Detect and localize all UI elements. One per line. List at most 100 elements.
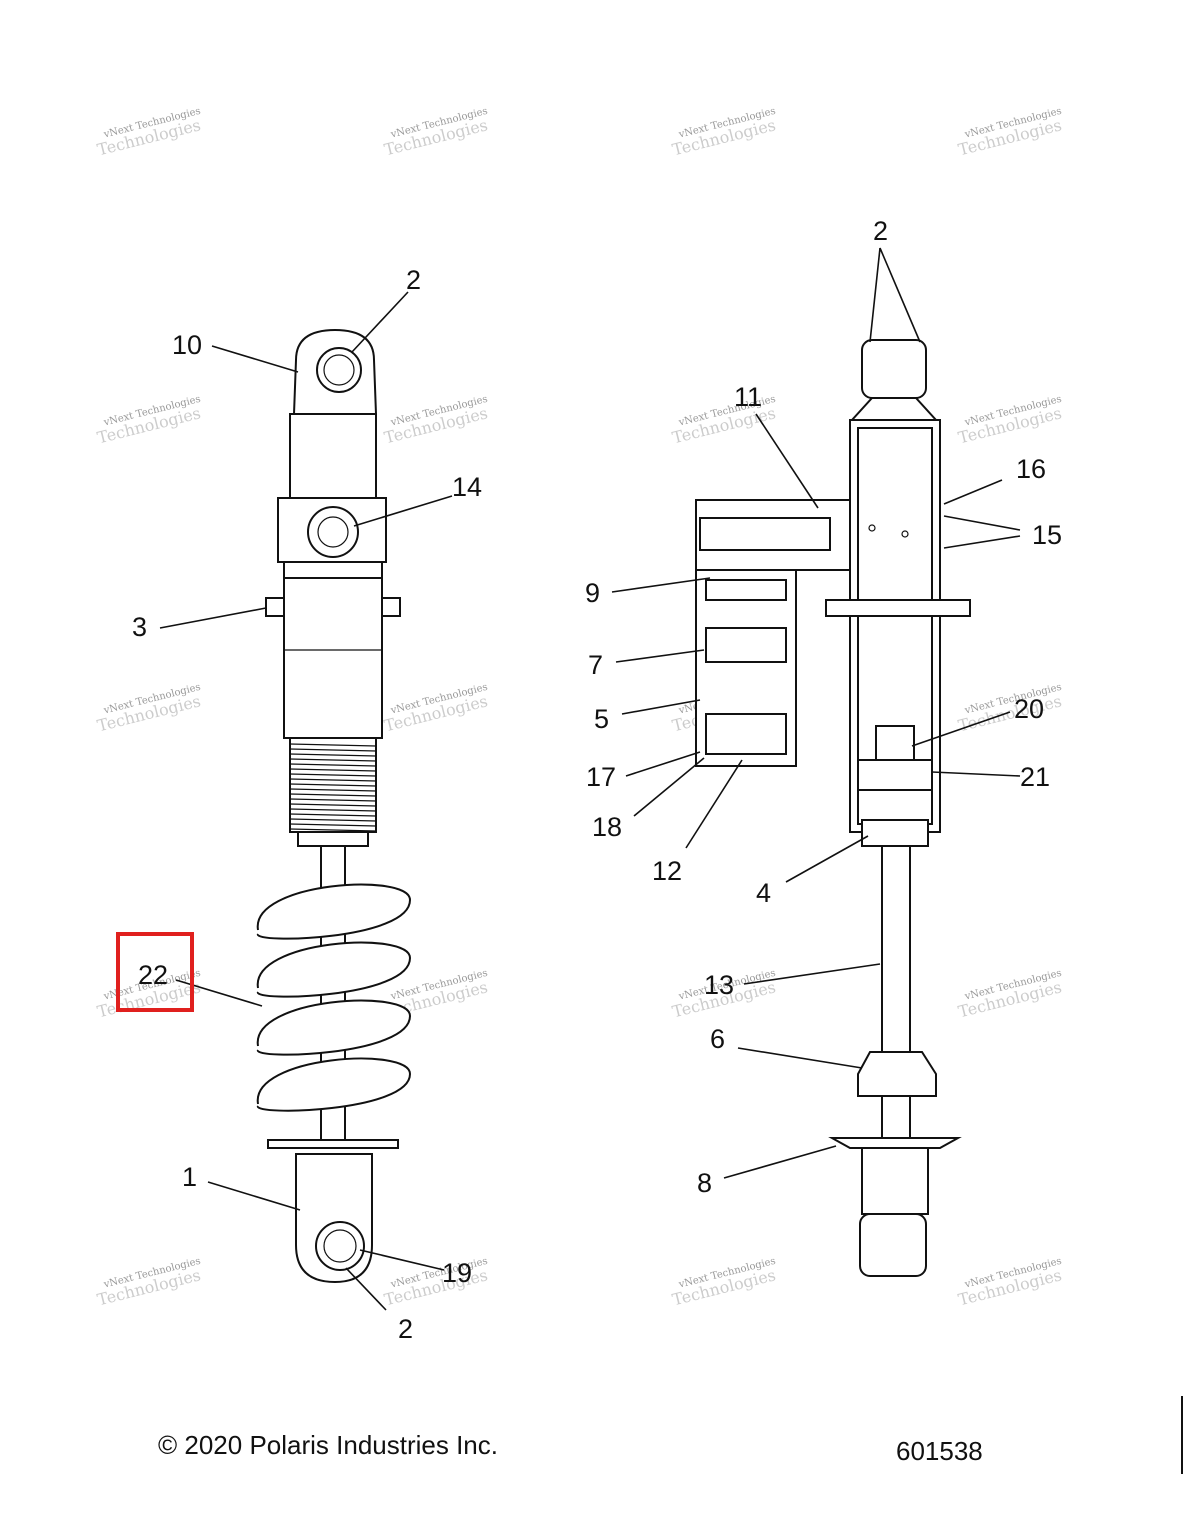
bottom-bushing-inner — [323, 1229, 357, 1263]
figure-number: 601538 — [896, 1436, 983, 1466]
copyright-notice: © 2020 Polaris Industries Inc. — [158, 1430, 498, 1460]
thread-line — [289, 768, 377, 772]
port-hole-2 — [901, 530, 909, 538]
thread-line — [289, 818, 377, 822]
reservoir-cap — [705, 579, 787, 601]
thread-line — [289, 778, 377, 782]
spring-coil — [256, 999, 412, 1056]
assembled-shock — [256, 328, 412, 1284]
seal-head — [861, 819, 929, 847]
callout-22: 22 — [138, 960, 168, 990]
callout-10: 10 — [172, 330, 202, 360]
thread-line — [289, 828, 377, 832]
thread-line — [289, 803, 377, 807]
thread-line — [289, 823, 377, 827]
callout-2-top-left: 2 — [406, 265, 421, 295]
section-bottom-mount — [861, 1147, 929, 1215]
callout-18: 18 — [592, 812, 622, 842]
callout-5: 5 — [594, 704, 609, 734]
thread-line — [289, 758, 377, 762]
thread-line — [289, 788, 377, 792]
shock-body-top — [289, 413, 377, 499]
adjuster-valve — [699, 517, 831, 551]
highlight-box-22 — [116, 932, 194, 1012]
side-stud-right — [381, 597, 401, 617]
section-top-eye-mount — [849, 397, 939, 421]
callout-2-top-right: 2 — [873, 216, 888, 246]
thread-lines — [289, 743, 377, 832]
callout-7: 7 — [588, 650, 603, 680]
thread-line — [289, 793, 377, 797]
callout-19: 19 — [442, 1258, 472, 1288]
callout-9: 9 — [585, 578, 600, 608]
section-spring-seat — [828, 1137, 962, 1149]
collar-ring — [283, 561, 383, 579]
piston-nut — [875, 725, 915, 761]
thread-line — [289, 773, 377, 777]
callout-21: 21 — [1020, 762, 1050, 792]
callout-17: 17 — [586, 762, 616, 792]
cross-section-shock — [695, 339, 971, 1277]
spring-coil — [256, 1057, 412, 1112]
callout-1: 1 — [182, 1162, 197, 1192]
thread-line — [289, 748, 377, 752]
thread-line — [289, 753, 377, 757]
callout-14: 14 — [452, 472, 482, 502]
thread-line — [289, 798, 377, 802]
thread-line — [289, 808, 377, 812]
callout-11: 11 — [734, 382, 762, 412]
bottom-bushing — [315, 1221, 365, 1271]
section-bottom-eyelet — [859, 1213, 927, 1277]
body-bottom-cap — [297, 831, 369, 847]
section-shaft — [881, 845, 911, 1167]
section-collar — [825, 599, 971, 617]
bump-stop — [857, 1051, 937, 1097]
floating-piston — [705, 627, 787, 663]
section-top-eyelet — [861, 339, 927, 399]
callout-3: 3 — [132, 612, 147, 642]
lower-spring-seat — [267, 1139, 399, 1149]
piston-assembly — [857, 759, 933, 791]
thread-line — [289, 813, 377, 817]
thread-line — [289, 763, 377, 767]
callout-labels: 2 10 14 3 22 1 19 2 2 11 16 15 9 7 5 20 … — [132, 216, 1062, 1344]
coil-spring — [256, 883, 412, 1112]
thread-line — [289, 783, 377, 787]
leader-lines — [159, 247, 1021, 1311]
callout-2-bottom-left: 2 — [398, 1314, 413, 1344]
callout-12: 12 — [652, 856, 682, 886]
thread-line — [289, 743, 377, 747]
port-hole-1 — [868, 524, 876, 532]
callout-6: 6 — [710, 1024, 725, 1054]
compression-adjuster-inner — [317, 516, 349, 548]
top-bushing-inner — [323, 354, 355, 386]
callout-16: 16 — [1016, 454, 1046, 484]
reservoir-end — [705, 713, 787, 755]
callout-8: 8 — [697, 1168, 712, 1198]
shock-body-main — [283, 577, 383, 739]
spring-coil — [256, 883, 412, 940]
callout-4: 4 — [756, 878, 771, 908]
compression-adjuster — [307, 506, 359, 558]
callout-13: 13 — [704, 970, 734, 1000]
spring-coil — [256, 941, 412, 998]
callout-20: 20 — [1014, 694, 1044, 724]
side-stud-left — [265, 597, 285, 617]
